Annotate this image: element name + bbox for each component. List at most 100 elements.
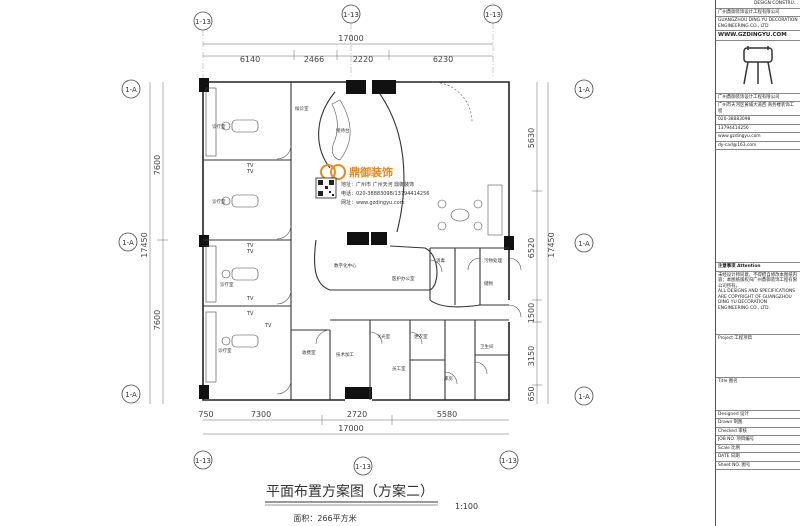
tb-web2: www.gzdingyu.com — [716, 133, 800, 142]
room-label: 收费室 — [302, 349, 316, 356]
axis-label-left-top: 1-A — [125, 86, 137, 94]
room-label: X光室 — [378, 333, 391, 340]
tb-company-cn: 广州鼎御装饰设计工程有限公司 — [716, 9, 800, 17]
tb-blank-lines — [716, 150, 800, 264]
watermark-phone: 电话：020-38883098/13794414256 — [341, 190, 429, 197]
room-label: 诊疗室 — [212, 198, 226, 205]
tb-sheetno: Sheet NO. 图号 — [716, 462, 800, 471]
tv-labels: TV TV TV TV TV TV TV — [246, 163, 272, 329]
tb-phone1: 020-38883098 — [716, 116, 800, 125]
waiting-furniture — [331, 99, 503, 236]
room-label: 诊疗室 — [212, 123, 226, 130]
room-label: 候诊室 — [295, 105, 309, 112]
qr-code-icon — [315, 177, 337, 199]
ding-vessel-icon — [743, 45, 773, 85]
room-labels: 诊疗室 诊疗室 诊疗室 诊疗室 候诊室 接待台 数字化中心 医护办公室 消毒 污… — [212, 105, 502, 382]
watermark-website: 网址：www.gzdingyu.com — [341, 199, 405, 206]
axis-label-top-left: 1-13 — [195, 18, 211, 26]
dim-right-3: 1500 — [527, 303, 536, 323]
axis-label-right-mid: 1-A — [578, 240, 590, 248]
dim-left-total: 17450 — [140, 232, 149, 257]
tb-phone2: 13794414256 — [716, 125, 800, 134]
dim-left-1: 7600 — [153, 155, 162, 175]
tb-email: dy-cad@163.com — [716, 142, 800, 151]
dim-left-2: 7600 — [153, 310, 162, 330]
dim-top-total: 17000 — [338, 34, 363, 43]
interior-walls — [203, 82, 509, 400]
tb-date: DATE 日期 — [716, 453, 800, 462]
dimension-lines — [149, 43, 549, 435]
title-block: DESIGN CONSTRU... 广州鼎御装饰设计工程有限公司 GUANGZH… — [715, 0, 800, 526]
drawing-title: 平面布置方案图（方案二） — [266, 483, 434, 500]
dim-bottom-3: 2720 — [347, 410, 367, 419]
structural-columns — [199, 78, 514, 399]
logo-icon — [320, 164, 346, 180]
dim-right-5: 650 — [527, 386, 536, 401]
axis-label-bottom-right: 1-13 — [501, 457, 517, 465]
watermark-address: 地址：广州市 广州天河 鼎御装饰 — [341, 181, 414, 188]
axis-label-left-bottom: 1-A — [125, 391, 137, 399]
tb-jobno: JOB NO. 项目编号 — [716, 436, 800, 445]
tb-scale: Scale 比例 — [716, 445, 800, 454]
tv-label: TV — [246, 311, 254, 317]
dim-bottom-2: 7300 — [251, 410, 271, 419]
tb-attention-text: 未经设计师同意，不得擅自修改本图纸内容；本图纸版权归广州鼎御装饰工程有限公司所有… — [716, 272, 800, 335]
room-label: 卫生间 — [480, 343, 494, 350]
tb-company-en: GUANGZHOU DING YU DECORATION ENGINEERING… — [716, 17, 800, 31]
drawing-area: 面积：266平方米 — [293, 513, 356, 523]
dim-top-3: 2220 — [353, 55, 373, 64]
tb-designed: Designed 设计 — [716, 411, 800, 420]
axis-bubbles-top: 1-13 1-13 1-13 — [193, 4, 503, 78]
axis-bubbles-sides: 1-A 1-A 1-A 1-A 1-A 1-A — [118, 79, 594, 406]
room-label: 医护办公室 — [392, 275, 415, 282]
axis-label-top-right: 1-13 — [485, 11, 501, 19]
axis-label-right-bottom: 1-A — [578, 393, 590, 401]
tb-address: 广州市天河区黄埔大道西 商务楼装饰工程 — [716, 102, 800, 117]
room-label: 员工室 — [392, 365, 406, 372]
room-label: 诊疗室 — [218, 347, 232, 354]
axis-label-bottom-mid: 1-13 — [355, 463, 371, 471]
tb-checked: Checked 审核 — [716, 428, 800, 437]
tb-project: Project 工程项目 — [716, 335, 800, 378]
tv-label: TV — [246, 243, 254, 249]
tb-company-cn2: 广州鼎御装饰设计工程有限公司 — [716, 94, 800, 103]
room-label: 接待台 — [336, 127, 350, 134]
room-label: 消毒 — [436, 257, 445, 264]
room-label: 数字化中心 — [334, 262, 357, 269]
axis-label-bottom-left: 1-13 — [195, 457, 211, 465]
axis-label-right-top: 1-A — [578, 86, 590, 94]
watermark-graphic: 鼎御装饰 地址：广州市 广州天河 鼎御装饰 电话：020-38883098/13… — [315, 164, 429, 206]
room-label: 更衣室 — [414, 333, 428, 340]
tv-label: TV — [246, 249, 254, 255]
outer-walls — [202, 81, 510, 401]
dental-chairs — [205, 87, 259, 383]
dim-right-2: 6520 — [527, 238, 536, 258]
door-swings — [276, 81, 522, 395]
room-label: 污物处理 — [484, 257, 502, 264]
axis-label-top-mid: 1-13 — [343, 11, 359, 19]
axis-bubbles-bottom: 1-13 1-13 1-13 — [193, 450, 519, 476]
tv-label: TV — [246, 296, 254, 302]
tv-label: TV — [246, 169, 254, 175]
floor-plan-drawing: 1-13 1-13 1-13 1-13 1-13 1-13 1-A 1-A 1-… — [118, 4, 594, 523]
room-label: 库房 — [444, 375, 453, 382]
tb-logo — [716, 41, 800, 94]
company-watermark: 鼎御装饰 地址：广州市 广州天河 鼎御装饰 电话：020-38883098/13… — [315, 164, 465, 220]
dim-right-1: 5630 — [527, 128, 536, 148]
dim-top-4: 6230 — [433, 55, 453, 64]
axis-label-left-mid: 1-A — [122, 239, 134, 247]
tv-label: TV — [264, 323, 272, 329]
room-label: 诊疗室 — [220, 281, 234, 288]
tb-website: WWW.GZDINGYU.COM — [716, 31, 800, 41]
dimension-texts: 17000 6140 2466 2220 6230 17000 750 7300… — [140, 34, 556, 433]
drawing-scale: 1:100 — [455, 502, 478, 511]
dim-bottom-1: 750 — [198, 410, 213, 419]
room-label: 储物 — [484, 280, 493, 287]
tb-attention-label: 注意事项 Attention — [716, 263, 800, 272]
dim-top-2: 2466 — [304, 55, 324, 64]
dim-top-1: 6140 — [240, 55, 260, 64]
dim-bottom-total: 17000 — [338, 424, 363, 433]
dim-right-total: 17450 — [547, 232, 556, 257]
tb-tag: DESIGN CONSTRU... — [716, 0, 800, 9]
dim-bottom-4: 5580 — [437, 410, 457, 419]
